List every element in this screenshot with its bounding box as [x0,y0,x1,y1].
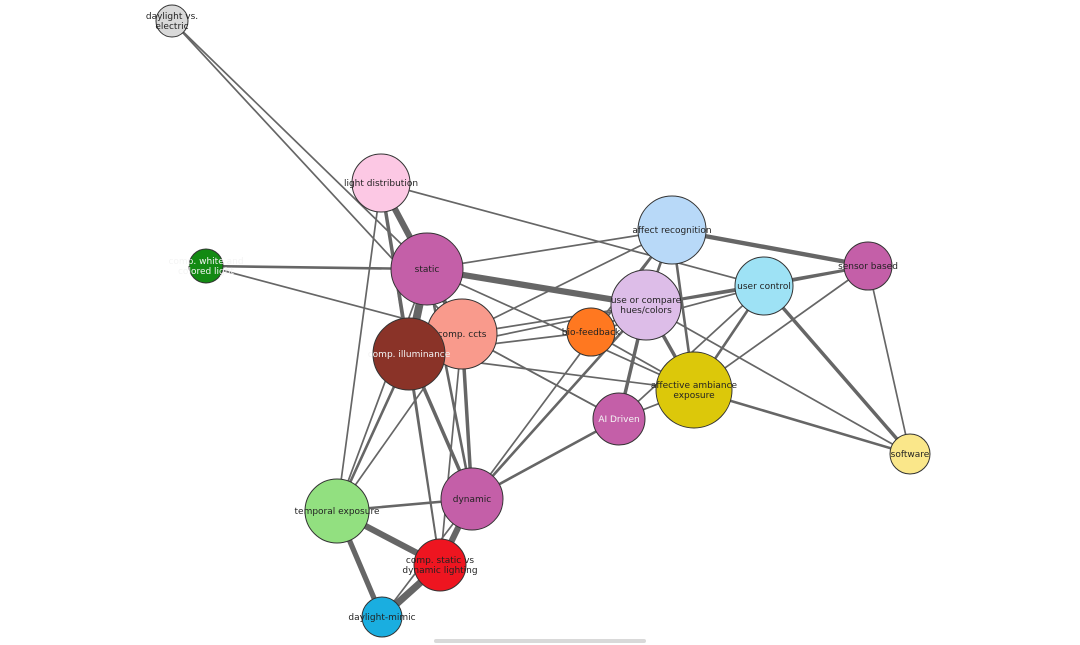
edge-light-distribution-user-control [380,182,765,287]
node-light-distribution[interactable]: light distribution [344,153,418,213]
edge-user-control-software [762,284,912,456]
node-circle-hues-colors[interactable] [610,269,682,341]
node-circle-static[interactable] [390,232,464,306]
edge-comp-ccts-affect-recognition [461,229,673,335]
node-ai-driven[interactable]: AI Driven [592,392,646,446]
node-sensor-based[interactable]: sensor based [838,241,898,291]
edge-daylight-vs-electric-static [171,20,428,270]
edge-sensor-based-software [867,265,911,455]
node-daylight-mimic[interactable]: daylight-mimic [348,596,416,638]
edge-static-hues-colors [423,265,650,309]
edge-comp-white-colored-static [204,264,429,271]
node-temporal-exposure[interactable]: temporal exposure [295,478,380,544]
node-circle-temporal-exposure[interactable] [304,478,370,544]
edges-layer [171,20,912,621]
node-software[interactable]: software [889,433,931,475]
edge-static-affective-ambiance [426,268,695,391]
node-circle-software[interactable] [889,433,931,475]
edge-static-dynamic [425,267,474,501]
horizontal-scrollbar[interactable] [434,639,646,643]
node-circle-affect-recognition[interactable] [637,195,707,265]
node-circle-daylight-vs-electric[interactable] [155,4,189,38]
node-dynamic[interactable]: dynamic [440,467,504,531]
node-circle-bio-feedback[interactable] [566,307,616,357]
edge-hues-colors-software [645,304,911,455]
node-daylight-vs-electric[interactable]: daylight vs.electric [146,4,198,38]
node-circle-daylight-mimic[interactable] [361,596,403,638]
node-circle-comp-illuminance[interactable] [372,317,446,391]
node-circle-ai-driven[interactable] [592,392,646,446]
node-static[interactable]: static [390,232,464,306]
nodes-layer: daylight vs.electric light distribution co… [146,4,931,638]
node-user-control[interactable]: user control [734,256,794,316]
node-circle-user-control[interactable] [734,256,794,316]
node-circle-sensor-based[interactable] [843,241,893,291]
node-circle-affective-ambiance[interactable] [655,351,733,429]
edge-light-distribution-temporal-exposure [336,182,382,512]
node-circle-dynamic[interactable] [440,467,504,531]
edge-hues-colors-dynamic [470,303,648,501]
edge-static-temporal-exposure [336,268,428,512]
node-circle-comp-static-dynamic[interactable] [413,538,467,592]
node-circle-light-distribution[interactable] [351,153,411,213]
edge-static-affect-recognition [426,229,673,270]
node-circle-comp-white-colored[interactable] [188,248,224,284]
